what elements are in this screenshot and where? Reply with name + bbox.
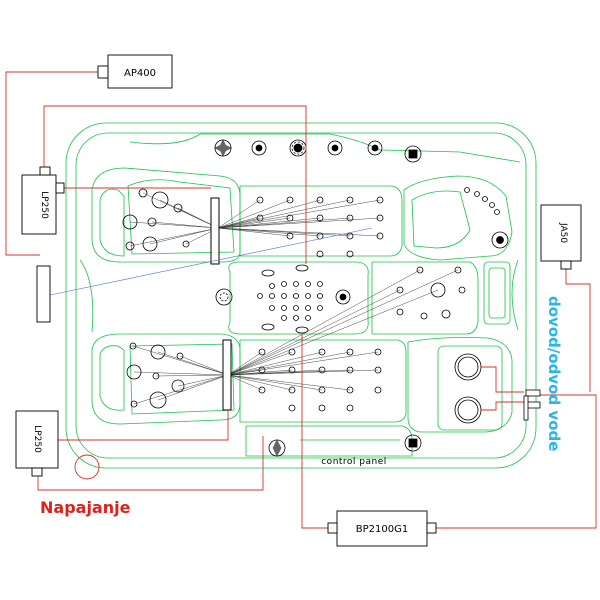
seat-upper [239, 185, 403, 257]
jet-diverter-star [214, 139, 232, 157]
wiring [5, 71, 597, 529]
ap400-label: AP400 [124, 68, 156, 79]
manifold-upper [210, 197, 220, 265]
component-lp250-top: LP250 [21, 166, 65, 235]
component-bp2100g1: BP2100G1 [327, 510, 437, 547]
suction-bottom-2 [295, 326, 309, 334]
lp250-bottom-label: LP250 [32, 425, 42, 453]
pump-union-panel [437, 345, 503, 431]
footwell [228, 261, 369, 335]
jet-bottom-diverter [268, 439, 286, 457]
lp250-top-label: LP250 [39, 191, 49, 219]
lounger-upper-left-inner [127, 179, 235, 255]
step-right-middle [483, 261, 511, 325]
pump-union-bottom [454, 396, 482, 424]
seat-upper-right [403, 175, 513, 261]
top-rim-ledge [200, 133, 521, 163]
pump-union-top [454, 353, 482, 381]
seat-jets-middle-right [396, 266, 466, 320]
suction-top [261, 269, 275, 277]
shell-inner-rim [75, 132, 527, 459]
spa-shell [65, 122, 537, 469]
step-right-middle-inner [488, 267, 506, 319]
jet-top-2 [289, 139, 307, 157]
blue-line [49, 227, 373, 296]
pump-union-bottom-inner [457, 399, 479, 421]
jet-top-1 [251, 140, 267, 156]
suction-top-2 [295, 264, 309, 272]
jet-corner-large [491, 231, 509, 249]
lounger-lower-left-headrest [99, 345, 125, 411]
right-rim-curve [511, 259, 519, 331]
seat-middle-right [371, 261, 479, 335]
ja50-label: JA50 [558, 222, 568, 243]
pump-union-top-inner [457, 356, 479, 378]
shell-outer-rim [65, 122, 537, 469]
water-inlet-outlet-label: dovod/odvod vode [545, 296, 563, 451]
top-rim-curve [129, 133, 201, 145]
component-ja50: JA50 [540, 204, 582, 270]
seat-upper-right-inner [411, 190, 471, 249]
jets [122, 139, 509, 457]
manifold-lower [222, 339, 232, 411]
jet-top-3 [327, 140, 343, 156]
lounger-lower-left-inner [129, 343, 235, 415]
power-inlet-circle [74, 454, 100, 480]
step-bottom [245, 425, 413, 457]
left-rim-curve [79, 259, 94, 333]
jet-top-square [404, 145, 422, 163]
heater-element [36, 265, 51, 323]
jets-corner-small [464, 187, 500, 215]
bp2100g1-label: BP2100G1 [356, 524, 408, 535]
component-ap400: AP400 [97, 54, 173, 89]
jet-bottom-square [404, 434, 422, 452]
water-valve-fitting [523, 389, 541, 421]
footwell-drain-grid [257, 281, 323, 321]
jet-top-4 [367, 140, 383, 156]
seat-lower [239, 339, 407, 423]
component-lp250-bottom: LP250 [15, 410, 59, 477]
seat-lower-right [407, 337, 513, 433]
lounger-upper-left-headrest [99, 188, 125, 257]
footwell-jet-right [335, 289, 351, 305]
suction-bottom [261, 323, 275, 331]
control-panel-label: control panel [321, 457, 387, 467]
footwell-jet-left [215, 288, 233, 306]
power-supply-label: Napajanje [40, 498, 131, 517]
seat-jets-upper [256, 196, 384, 258]
manifold-lines [129, 192, 459, 405]
seat-jets-lower [258, 348, 382, 412]
lounger-jets-upper [122, 188, 190, 252]
